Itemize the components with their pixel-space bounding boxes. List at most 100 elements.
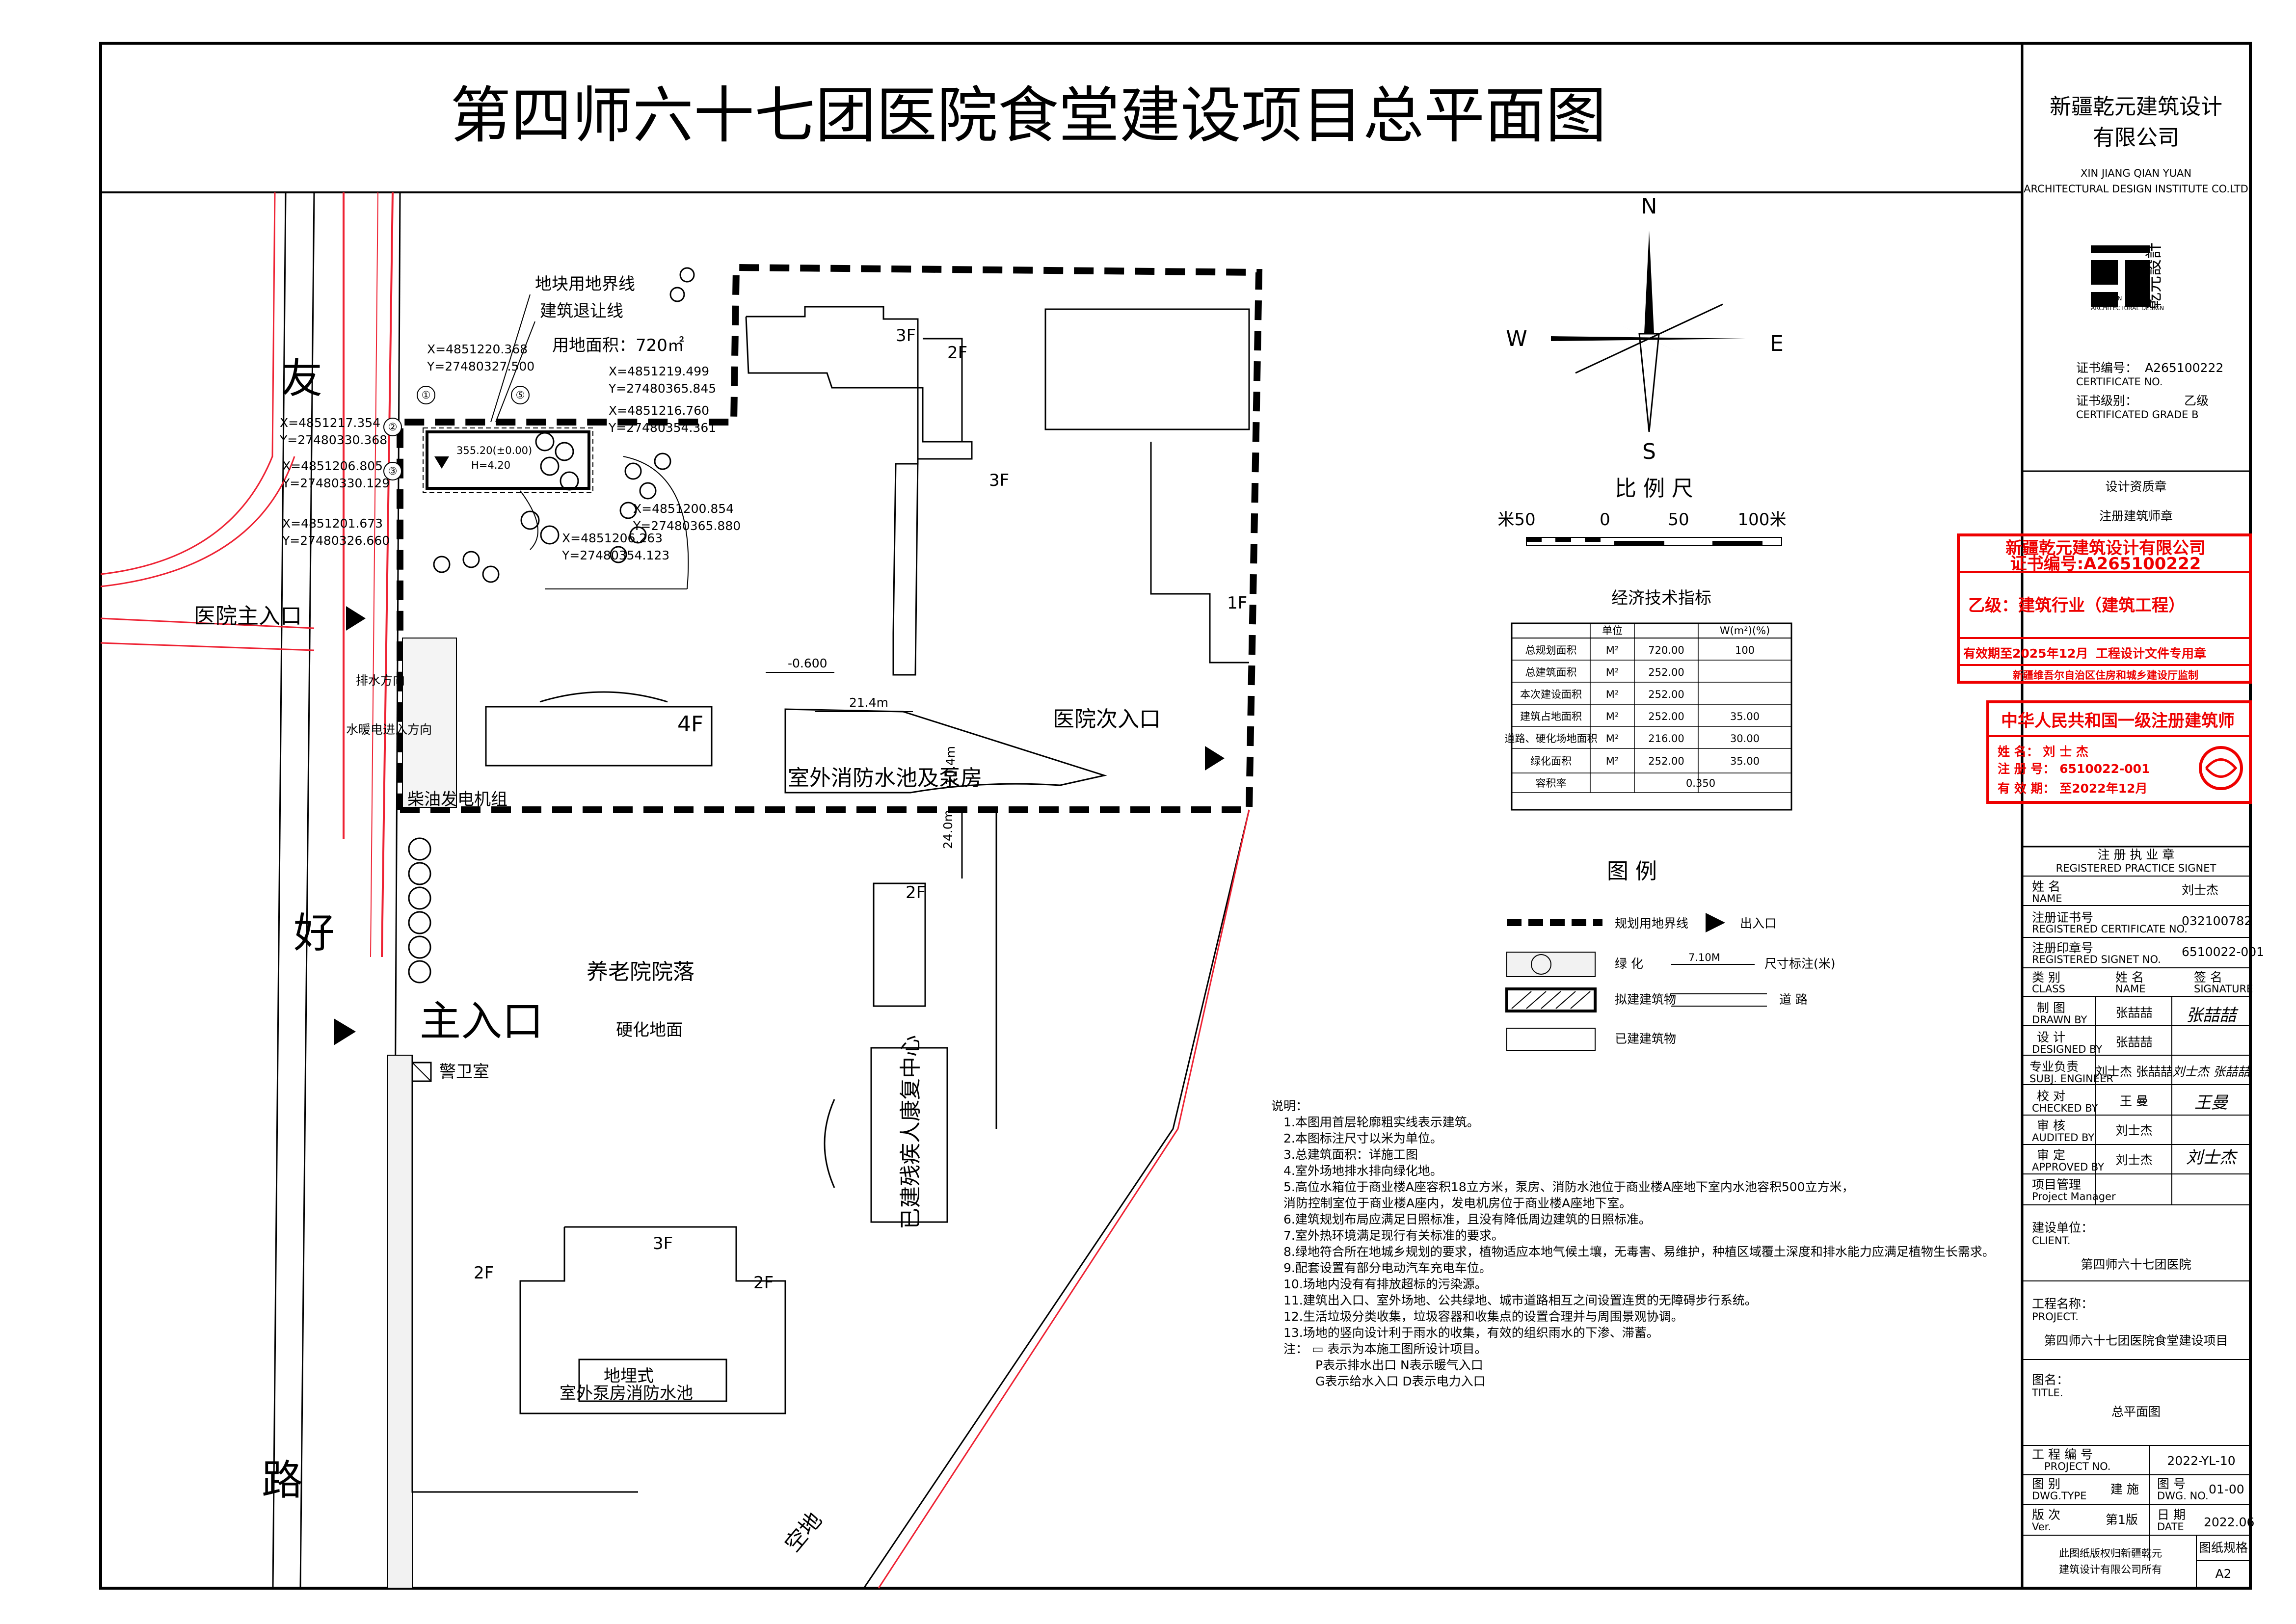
- svg-text:Project Manager: Project Manager: [2032, 1191, 2116, 1202]
- compass-n: N: [1641, 194, 1657, 219]
- svg-text:道路、硬化场地面积: 道路、硬化场地面积: [1505, 733, 1598, 745]
- svg-text:Y=27480326.660: Y=27480326.660: [282, 533, 390, 548]
- entrance-arrow-icon: [1205, 746, 1225, 771]
- company-seal-stamp: 新疆乾元建筑设计有限公司 证书编号:A265100222 乙级：建筑行业（建筑工…: [1957, 533, 2252, 684]
- svg-text:总规划面积: 总规划面积: [1525, 644, 1577, 656]
- svg-text:X=4851201.673: X=4851201.673: [282, 516, 383, 531]
- svg-text:M²: M²: [1606, 711, 1619, 722]
- svg-text:ARCHITECTURAL DESIGN: ARCHITECTURAL DESIGN: [2091, 305, 2164, 312]
- plan-elevation: 355.20(±0.00): [456, 445, 532, 456]
- svg-text:0: 0: [1600, 510, 1610, 530]
- compass-e: E: [1770, 331, 1784, 356]
- drawing-title: 第四师六十七团医院食堂建设项目总平面图: [450, 80, 1606, 151]
- svg-text:设计资质章: 设计资质章: [2105, 479, 2166, 494]
- svg-text:100米: 100米: [1738, 510, 1787, 530]
- svg-text:Y=27480330.368: Y=27480330.368: [279, 433, 387, 447]
- guard-room-icon: [411, 1062, 432, 1082]
- svg-text:绿 化: 绿 化: [1615, 957, 1643, 971]
- svg-text:30.00: 30.00: [1730, 733, 1760, 745]
- svg-text:姓 名： 刘 士 杰: 姓 名： 刘 士 杰: [1998, 745, 2088, 759]
- svg-text:⑤: ⑤: [516, 389, 525, 401]
- svg-text:证书级别：: 证书级别：: [2076, 394, 2137, 408]
- svg-text:新疆乾元建筑设计有限公司: 新疆乾元建筑设计有限公司: [2005, 538, 2206, 558]
- north-arrow-icon: [1551, 231, 1747, 432]
- title-block: 新疆乾元建筑设计 有限公司 XIN JIANG QIAN YUAN ARCHIT…: [2022, 94, 2250, 523]
- svg-text:G表示给水入口 D表示电力入口: G表示给水入口 D表示电力入口: [1315, 1374, 1486, 1388]
- svg-text:252.00: 252.00: [1648, 689, 1684, 700]
- svg-text:审 定: 审 定: [2037, 1148, 2065, 1162]
- road-char-2: 好: [294, 909, 335, 957]
- svg-text:DWG. NO.: DWG. NO.: [2157, 1490, 2209, 1502]
- svg-text:X=4851206.805: X=4851206.805: [282, 459, 383, 473]
- svg-text:12.生活垃圾分类收集，垃圾容器和收集点的设置合理并与周围景: 12.生活垃圾分类收集，垃圾容器和收集点的设置合理并与周围景观协调。: [1283, 1309, 1683, 1324]
- svg-text:注册证书号: 注册证书号: [2032, 910, 2093, 925]
- svg-text:校 对: 校 对: [2037, 1089, 2065, 1103]
- svg-text:1.本图用首层轮廓粗实线表示建筑。: 1.本图用首层轮廓粗实线表示建筑。: [1283, 1115, 1479, 1129]
- svg-text:类 别: 类 别: [2032, 970, 2060, 985]
- svg-text:工 程 编 号: 工 程 编 号: [2032, 1447, 2093, 1462]
- svg-text:版 次: 版 次: [2032, 1508, 2060, 1522]
- svg-text:XIN JIANG QIAN YUAN: XIN JIANG QIAN YUAN: [2081, 167, 2191, 179]
- elevation-marker-icon: [434, 456, 449, 469]
- svg-text:11.建筑出入口、室外场地、公共绿地、城市道路相互之间设置连: 11.建筑出入口、室外场地、公共绿地、城市道路相互之间设置连贯的无障碍步行系统。: [1283, 1293, 1757, 1307]
- svg-text:注册建筑师章: 注册建筑师章: [2099, 509, 2173, 523]
- svg-text:M²: M²: [1606, 644, 1619, 656]
- callout-land-area: 用地面积：720㎡: [552, 336, 684, 355]
- svg-text:252.00: 252.00: [1648, 666, 1684, 678]
- svg-text:绿化面积: 绿化面积: [1530, 755, 1572, 767]
- svg-text:216.00: 216.00: [1648, 733, 1684, 745]
- paved-strip: [387, 1055, 413, 1589]
- svg-text:说明：: 说明：: [1271, 1099, 1308, 1113]
- svg-text:有限公司: 有限公司: [2093, 125, 2179, 150]
- indicators-table: 单位 W(m²)(%) 总规划面积 M² 720.00 100 总建筑面积 M²…: [1505, 622, 1792, 811]
- fire-pool-label: 室外消防水池及泵房: [788, 766, 982, 791]
- svg-text:本次建设面积: 本次建设面积: [1520, 689, 1582, 700]
- svg-text:6510022-001: 6510022-001: [2182, 945, 2264, 959]
- svg-text:3.总建筑面积：详施工图: 3.总建筑面积：详施工图: [1283, 1147, 1418, 1162]
- dim-21: 21.4m: [849, 695, 888, 710]
- registration-table: 注 册 执 业 章 REGISTERED PRACTICE SIGNET 姓 名…: [2022, 846, 2264, 1588]
- svg-text:2.本图标注尺寸以米为单位。: 2.本图标注尺寸以米为单位。: [1283, 1131, 1442, 1145]
- friendship-road: [100, 192, 401, 1589]
- empty-land-label: 空地: [780, 1508, 827, 1557]
- scale-bar: [1526, 537, 1782, 546]
- svg-text:9.配套设置有部分电动汽车充电车位。: 9.配套设置有部分电动汽车充电车位。: [1283, 1261, 1492, 1275]
- entrance-arrow-icon: [346, 606, 366, 631]
- floor-label-2f-c: 2F: [474, 1263, 494, 1283]
- svg-text:35.00: 35.00: [1730, 755, 1760, 767]
- svg-text:A265100222: A265100222: [2145, 361, 2223, 375]
- svg-text:米50: 米50: [1497, 510, 1535, 530]
- svg-text:X=4851200.854: X=4851200.854: [633, 502, 734, 516]
- compass-s: S: [1642, 439, 1656, 464]
- svg-text:DESIGNED BY: DESIGNED BY: [2032, 1043, 2102, 1055]
- svg-text:张喆喆: 张喆喆: [2115, 1006, 2152, 1020]
- svg-text:NAME: NAME: [2032, 893, 2062, 905]
- svg-text:签 名: 签 名: [2194, 970, 2222, 985]
- svg-text:REGISTERED PRACTICE SIGNET: REGISTERED PRACTICE SIGNET: [2056, 862, 2216, 874]
- svg-text:第1版: 第1版: [2106, 1513, 2138, 1527]
- callout-boundary: 地块用地界线: [535, 274, 635, 294]
- svg-text:姓 名: 姓 名: [2032, 879, 2060, 894]
- svg-text:M²: M²: [1606, 666, 1619, 678]
- svg-text:252.00: 252.00: [1648, 711, 1684, 722]
- svg-text:建筑占地面积: 建筑占地面积: [1520, 711, 1582, 722]
- svg-text:X=4851206.263: X=4851206.263: [562, 531, 663, 545]
- underground-label: 地埋式: [604, 1366, 654, 1386]
- road-char-3: 路: [262, 1456, 303, 1504]
- svg-text:第四师六十七团医院食堂建设项目: 第四师六十七团医院食堂建设项目: [2044, 1333, 2228, 1348]
- dim-24: 24.0m: [941, 810, 955, 849]
- svg-text:注 册 号： 6510022-001: 注 册 号： 6510022-001: [1998, 762, 2150, 776]
- svg-text:证书编号:A265100222: 证书编号:A265100222: [2010, 554, 2201, 574]
- svg-text:APPROVED BY: APPROVED BY: [2032, 1161, 2104, 1173]
- svg-text:单位: 单位: [1602, 625, 1623, 637]
- svg-text:尺寸标注(米): 尺寸标注(米): [1764, 957, 1836, 971]
- floor-label-4f: 4F: [677, 712, 703, 737]
- underground-pool-label: 室外泵房消防水池: [560, 1384, 693, 1403]
- svg-text:M²: M²: [1606, 733, 1619, 745]
- svg-text:刘士杰: 刘士杰: [2186, 1148, 2238, 1168]
- svg-text:刘士杰: 刘士杰: [2115, 1153, 2152, 1167]
- svg-text:7.10M: 7.10M: [1688, 952, 1720, 963]
- generator-label: 柴油发电机组: [407, 790, 507, 809]
- svg-text:DATE: DATE: [2157, 1521, 2184, 1533]
- svg-text:姓 名: 姓 名: [2115, 970, 2144, 985]
